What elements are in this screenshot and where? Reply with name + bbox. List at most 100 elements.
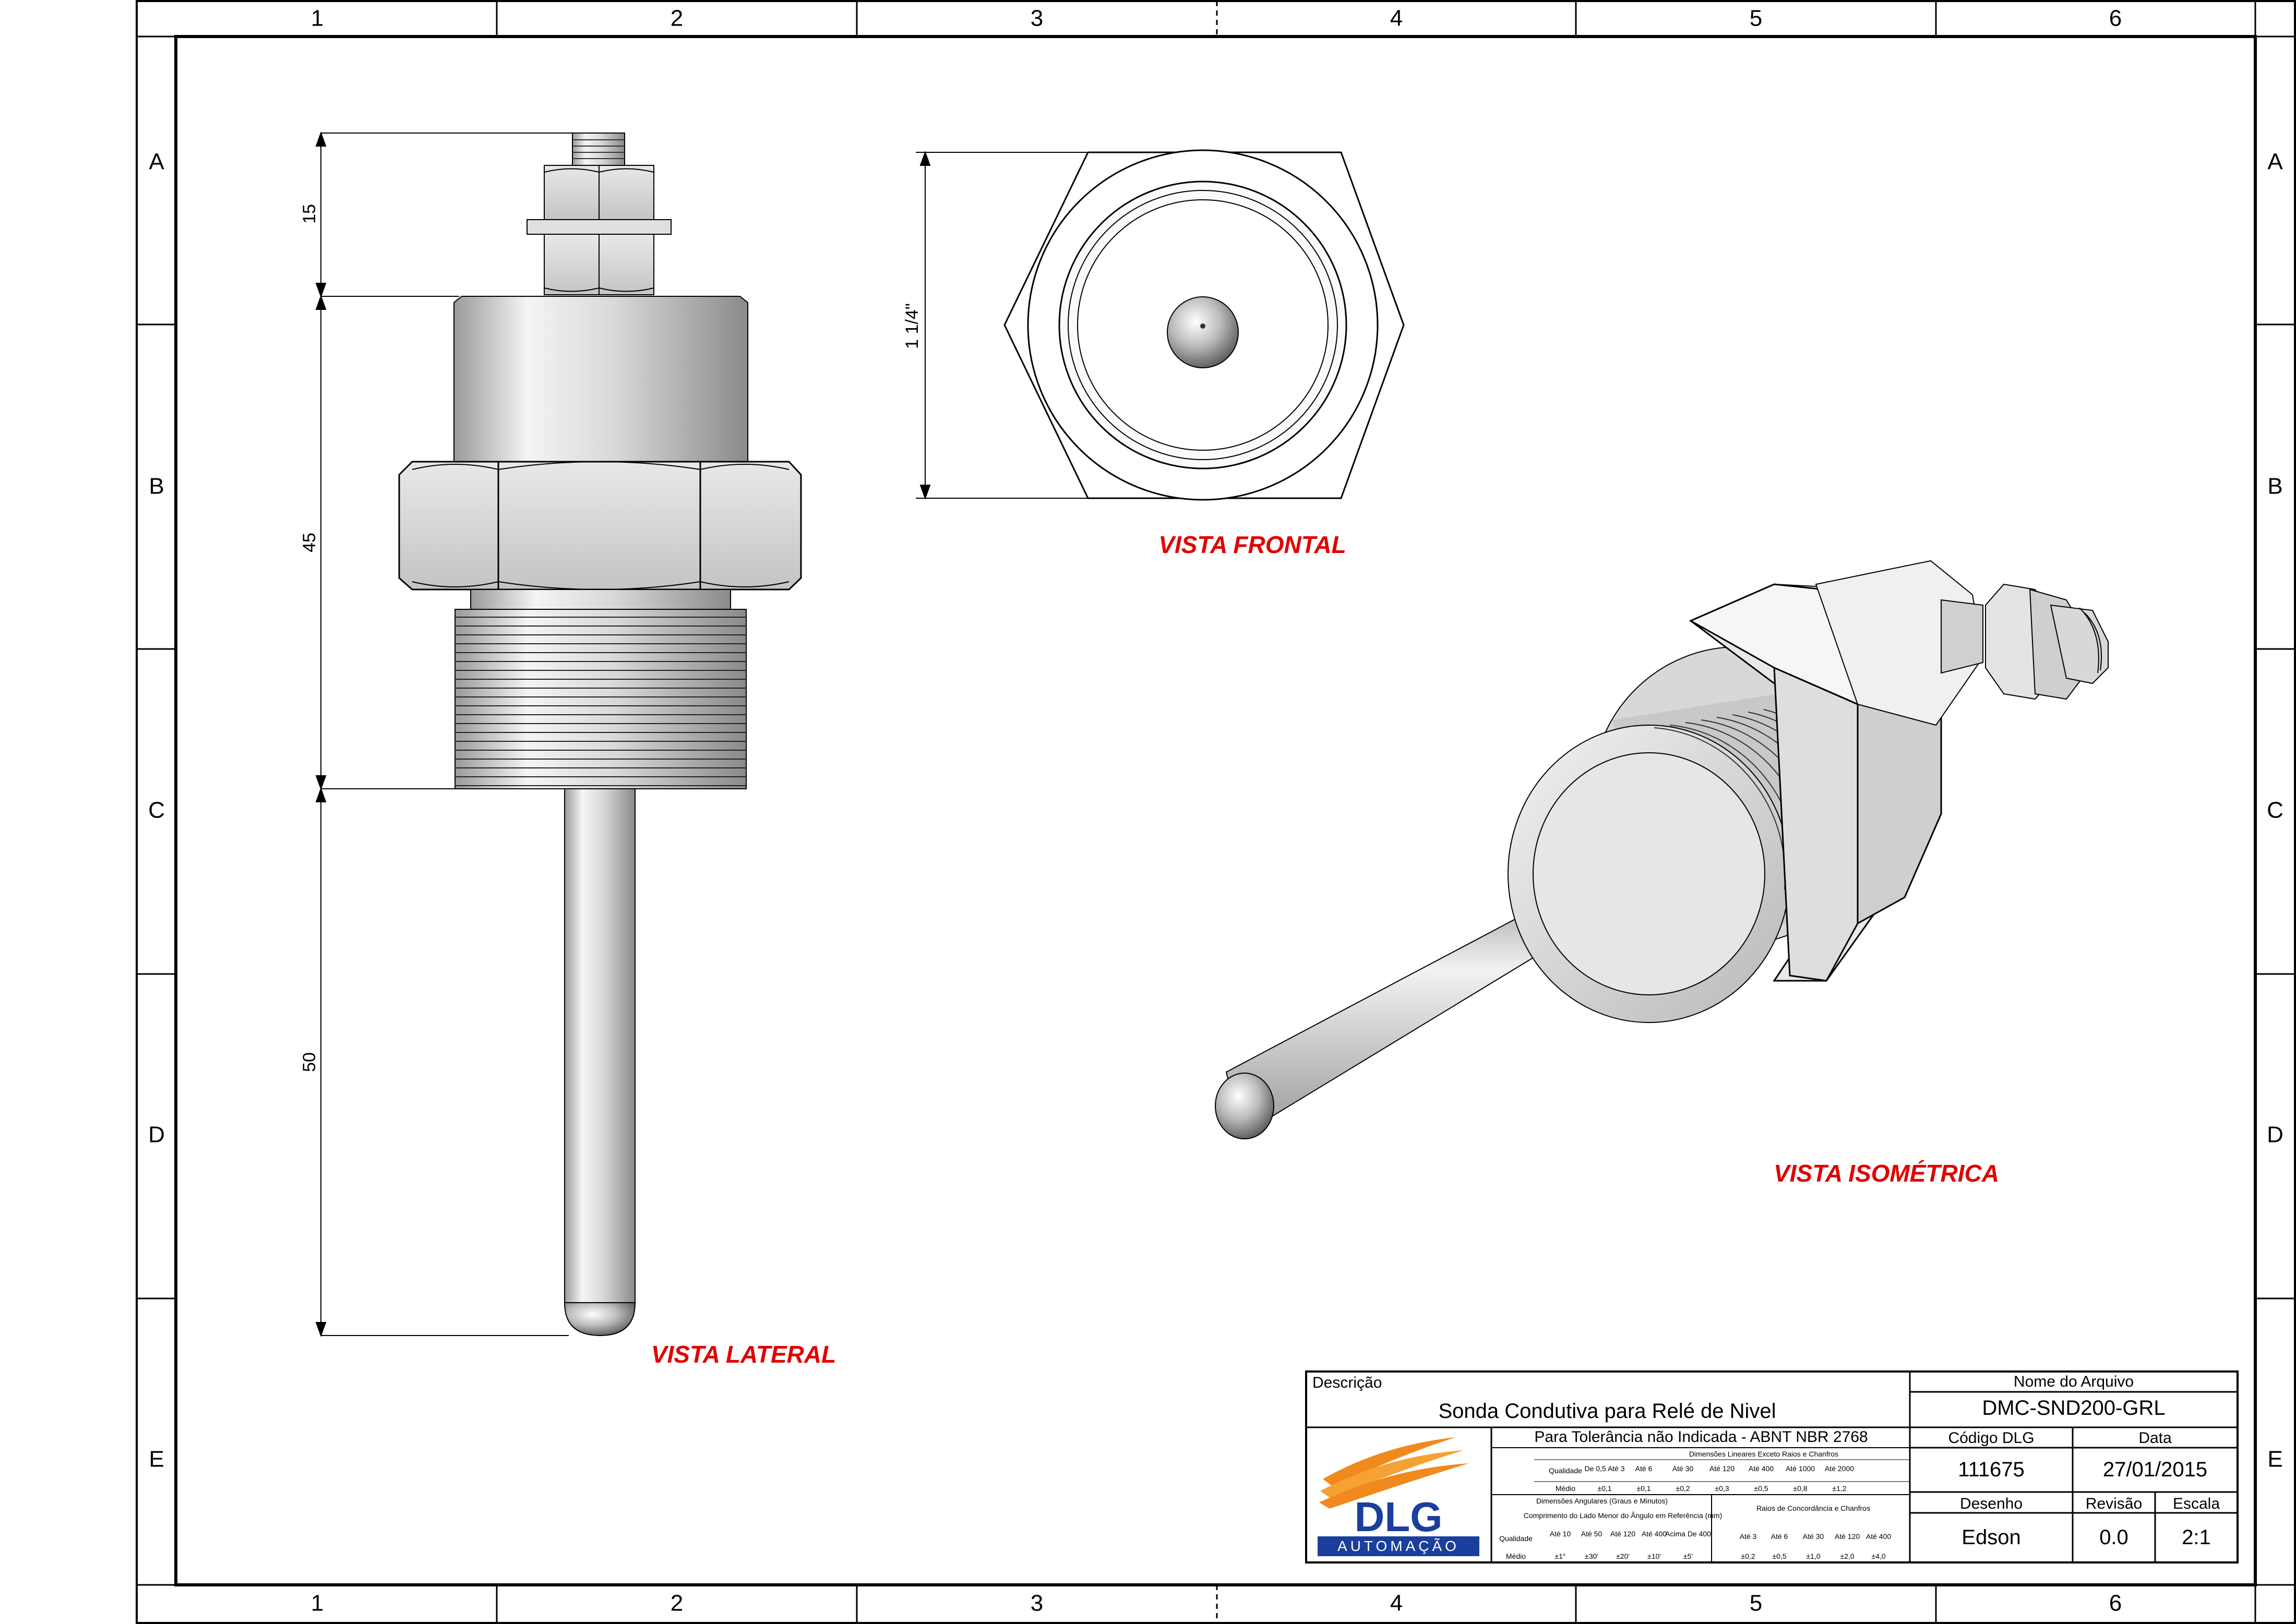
row-label-left: C bbox=[148, 798, 165, 823]
row-label-right: B bbox=[2267, 474, 2282, 499]
row-label-right: E bbox=[2267, 1447, 2282, 1472]
linear-val: ±0,1 bbox=[1636, 1484, 1651, 1493]
angular-val: ±1° bbox=[1554, 1552, 1565, 1560]
dimension-lines bbox=[315, 131, 621, 1337]
col-label-top: 3 bbox=[1031, 6, 1043, 31]
row-label-right: A bbox=[2267, 149, 2283, 175]
row-label-left: A bbox=[149, 149, 164, 175]
filename-text: DMC-SND200-GRL bbox=[1982, 1397, 2165, 1420]
col-label-bottom: 4 bbox=[1390, 1591, 1403, 1616]
date-value: 27/01/2015 bbox=[2103, 1458, 2207, 1481]
col-label-bottom: 5 bbox=[1750, 1591, 1762, 1616]
linear-col: Até 30 bbox=[1672, 1464, 1694, 1473]
linear-val: ±0,5 bbox=[1754, 1484, 1768, 1493]
date-label: Data bbox=[2138, 1429, 2172, 1447]
row-label-right: D bbox=[2267, 1122, 2283, 1148]
row-label-left: D bbox=[148, 1122, 165, 1148]
angular-val: ±30' bbox=[1585, 1552, 1598, 1560]
dimension-lines bbox=[916, 151, 1104, 500]
linear-quality: Qualidade bbox=[1549, 1466, 1582, 1475]
radius-val: ±2,0 bbox=[1840, 1552, 1854, 1560]
lateral-view: 15 45 50 bbox=[300, 131, 836, 1368]
frontal-view: 1 1/4" VISTA FRONTAL bbox=[902, 149, 1405, 558]
linear-col: Até 2000 bbox=[1825, 1464, 1854, 1473]
drawing-label: Desenho bbox=[1960, 1495, 2023, 1512]
angular-sub: Comprimento do Lado Menor do Ângulo em R… bbox=[1524, 1511, 1723, 1520]
rod-center bbox=[1200, 323, 1205, 329]
label-vista-isometrica: VISTA ISOMÉTRICA bbox=[1774, 1160, 1999, 1187]
dlg-logo: DLG AUTOMAÇÃO bbox=[1318, 1437, 1479, 1556]
terminal-stud bbox=[572, 133, 625, 166]
linear-val: ±1,2 bbox=[1832, 1484, 1846, 1493]
angular-col: Até 50 bbox=[1581, 1530, 1603, 1538]
radius-col: Até 120 bbox=[1835, 1532, 1860, 1541]
angular-medio: Médio bbox=[1506, 1552, 1526, 1560]
col-label-top: 5 bbox=[1750, 6, 1762, 31]
scale-label: Escala bbox=[2173, 1495, 2220, 1512]
zone-labels: 1 2 3 4 5 6 1 2 3 4 5 6 A B C D E A B C … bbox=[148, 6, 2283, 1616]
body-cap bbox=[453, 296, 748, 462]
angular-col: Até 400 bbox=[1642, 1530, 1667, 1538]
scale-value: 2:1 bbox=[2182, 1526, 2211, 1549]
col-label-top: 4 bbox=[1390, 6, 1403, 31]
radius-col: Até 3 bbox=[1740, 1532, 1757, 1541]
threaded-section bbox=[455, 609, 747, 789]
linear-header: Dimensões Lineares Exceto Raios e Chanfr… bbox=[1689, 1450, 1838, 1458]
angular-val: ±5' bbox=[1683, 1552, 1693, 1560]
logo-text: DLG bbox=[1355, 1494, 1443, 1540]
linear-col: Até 1000 bbox=[1786, 1464, 1815, 1473]
iso-hex bbox=[1689, 583, 1952, 982]
revision-value: 0.0 bbox=[2099, 1526, 2128, 1549]
radius-val: ±0,5 bbox=[1772, 1552, 1786, 1560]
radius-val: ±0,2 bbox=[1741, 1552, 1755, 1560]
filename-label: Nome do Arquivo bbox=[2014, 1373, 2134, 1390]
linear-col: De 0,5 Até 3 bbox=[1584, 1464, 1624, 1473]
radius-col: Até 400 bbox=[1866, 1532, 1891, 1541]
angular-header: Dimensões Angulares (Graus e Minutos) bbox=[1536, 1497, 1668, 1505]
tolerance-title: Para Tolerância não Indicada - ABNT NBR … bbox=[1534, 1428, 1868, 1446]
linear-col: Até 120 bbox=[1709, 1464, 1735, 1473]
probe-rod bbox=[564, 788, 636, 1337]
row-label-right: C bbox=[2267, 798, 2283, 823]
row-dividers bbox=[137, 323, 2295, 1300]
row-label-left: B bbox=[149, 474, 164, 499]
radius-header: Raios de Concordância e Chanfros bbox=[1756, 1504, 1870, 1512]
top-nut bbox=[544, 165, 654, 220]
washer bbox=[527, 219, 672, 235]
iso-cap bbox=[1815, 560, 1984, 726]
col-label-top: 2 bbox=[671, 6, 683, 31]
col-label-bottom: 6 bbox=[2109, 1591, 2122, 1616]
col-label-bottom: 1 bbox=[311, 1591, 324, 1616]
iso-terminal bbox=[1985, 583, 2109, 700]
angular-val: ±20' bbox=[1616, 1552, 1630, 1560]
angular-quality: Qualidade bbox=[1499, 1534, 1533, 1543]
linear-val: ±0,1 bbox=[1597, 1484, 1611, 1493]
linear-val: ±0,3 bbox=[1715, 1484, 1729, 1493]
linear-val: ±0,8 bbox=[1793, 1484, 1807, 1493]
radius-col: Até 30 bbox=[1803, 1532, 1824, 1541]
column-dividers bbox=[496, 1, 1937, 1623]
description-label: Descrição bbox=[1312, 1374, 1382, 1391]
row-label-left: E bbox=[149, 1447, 164, 1472]
hex-body bbox=[398, 461, 802, 591]
drawing-value: Edson bbox=[1962, 1526, 2020, 1549]
label-vista-frontal: VISTA FRONTAL bbox=[1158, 531, 1346, 558]
col-label-bottom: 2 bbox=[671, 1591, 683, 1616]
code-label: Código DLG bbox=[1948, 1429, 2034, 1447]
lower-nut bbox=[544, 234, 654, 295]
code-value: 111675 bbox=[1958, 1458, 2025, 1481]
dim-50: 50 bbox=[300, 1052, 319, 1072]
angular-col: Até 120 bbox=[1610, 1530, 1635, 1538]
title-block: Descrição Sonda Condutiva para Relé de N… bbox=[1305, 1370, 2239, 1563]
dim-thread: 1 1/4" bbox=[902, 303, 922, 349]
linear-col: Até 6 bbox=[1635, 1464, 1653, 1473]
dim-15: 15 bbox=[300, 204, 319, 224]
label-vista-lateral: VISTA LATERAL bbox=[651, 1341, 836, 1368]
angular-col: Até 10 bbox=[1550, 1530, 1571, 1538]
inner-circle bbox=[1068, 190, 1338, 460]
col-label-top: 6 bbox=[2109, 6, 2122, 31]
angular-val: ±10' bbox=[1647, 1552, 1661, 1560]
col-label-top: 1 bbox=[311, 6, 324, 31]
angular-col: Acima De 400 bbox=[1665, 1530, 1711, 1538]
